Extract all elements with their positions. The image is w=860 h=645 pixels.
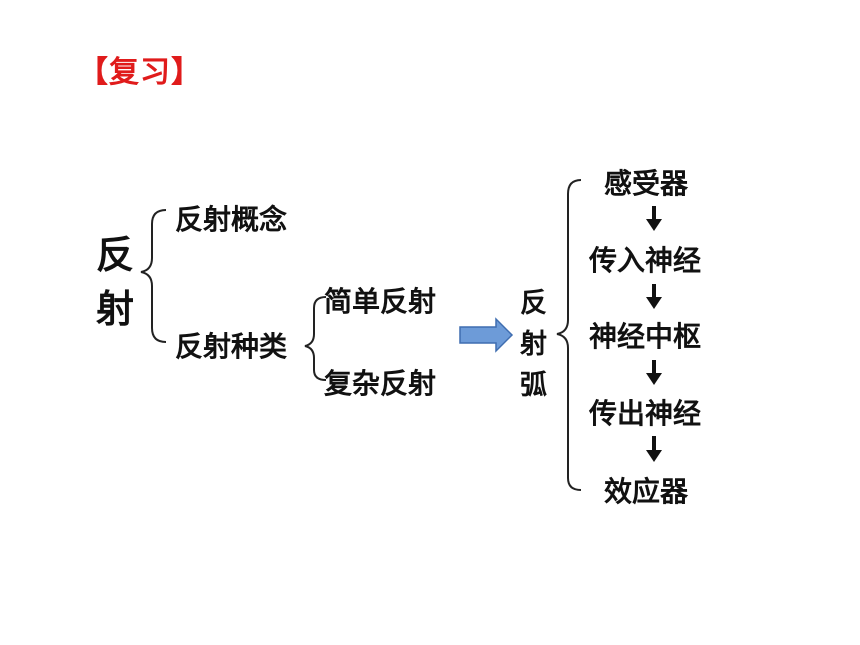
root-char-1: 反 xyxy=(96,233,135,277)
brace-root xyxy=(140,209,167,343)
down-arrow-3 xyxy=(646,360,662,385)
section-title: 【复习】 xyxy=(78,55,202,90)
type-simple-reflex: 简单反射 xyxy=(324,285,437,318)
arc-step-efferent-nerve: 传出神经 xyxy=(589,397,702,430)
branch-reflex-types: 反射种类 xyxy=(175,330,288,363)
type-complex-reflex: 复杂反射 xyxy=(324,367,437,400)
down-arrow-2 xyxy=(646,284,662,309)
block-arrow xyxy=(459,317,514,353)
branch-reflex-concept: 反射概念 xyxy=(175,203,288,236)
down-arrow-1 xyxy=(646,206,662,231)
arc-char-3: 弧 xyxy=(520,370,547,401)
brace-arc xyxy=(556,179,582,491)
arc-char-1: 反 xyxy=(520,288,547,319)
brace-types xyxy=(304,296,327,381)
root-char-2: 射 xyxy=(96,287,135,331)
arc-step-effector: 效应器 xyxy=(604,475,689,508)
arc-char-2: 射 xyxy=(520,329,547,360)
arc-step-receptor: 感受器 xyxy=(604,167,689,200)
arc-step-nerve-center: 神经中枢 xyxy=(589,320,702,353)
down-arrow-4 xyxy=(646,436,662,462)
arc-step-afferent-nerve: 传入神经 xyxy=(589,244,702,277)
